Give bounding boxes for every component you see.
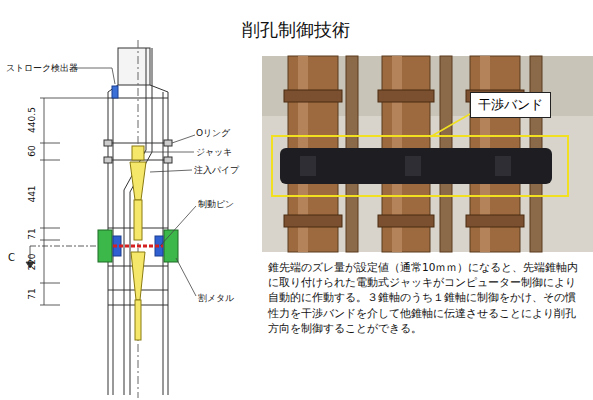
dimension: 71 — [28, 228, 37, 239]
section-mark: C — [8, 252, 15, 263]
band-label-box: 干渉バンド — [470, 92, 551, 118]
dimension: 440.5 — [28, 107, 37, 133]
part-label: Oリング — [196, 127, 230, 140]
title: 削孔制御技術 — [242, 18, 350, 42]
part-label: ストローク検出器 — [6, 62, 78, 75]
part-label: 制動ピン — [198, 198, 234, 211]
dimension: 60 — [28, 145, 37, 156]
part-label: 割メタル — [198, 292, 234, 305]
description-text: 錐先端のズレ量が設定値（通常10ｍｍ）になると、先端錐軸内に取り付けられた電動式… — [268, 260, 586, 336]
part-label: ジャッキ — [196, 146, 232, 159]
part-label: 注入パイプ — [194, 164, 239, 177]
dimension: 71 — [28, 288, 37, 299]
band-label: 干渉バンド — [478, 96, 543, 114]
dimension: 441 — [28, 185, 37, 202]
dimension: 220 — [28, 253, 37, 270]
